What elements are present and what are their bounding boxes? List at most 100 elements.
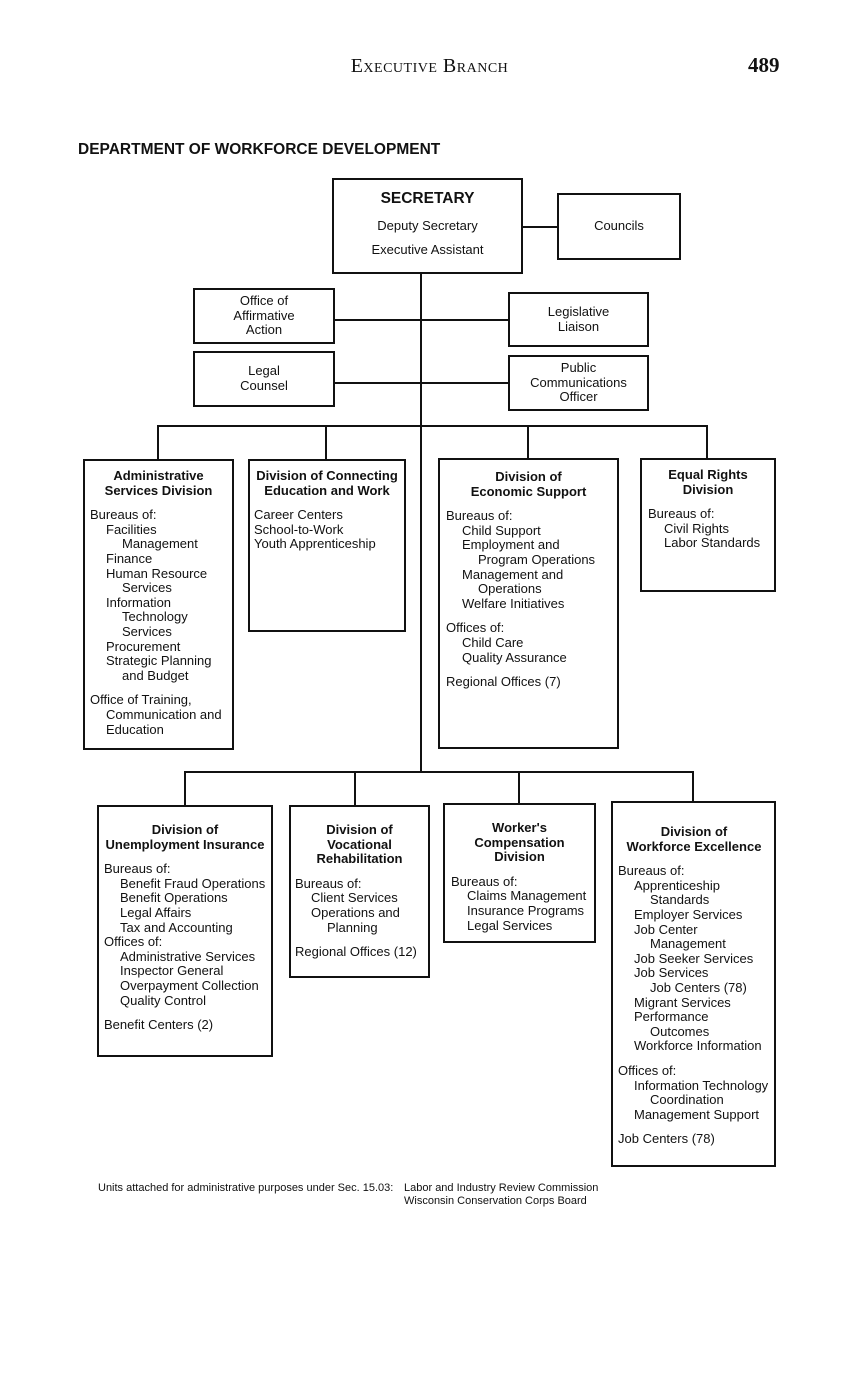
division-unit-line: School-to-Work	[254, 521, 344, 537]
division-title-line: Division of Connecting	[256, 468, 398, 483]
division-unit-line: Tax and Accounting	[120, 919, 233, 935]
division-unit-line: Youth Apprenticeship	[254, 536, 376, 552]
box-line: Action	[245, 322, 283, 338]
division-unit-line: Information	[106, 594, 172, 610]
box-line: Communications	[530, 374, 627, 390]
division-unit-line: Inspector General	[120, 963, 224, 979]
division-unit-line: Legal Affairs	[120, 904, 192, 920]
drop-line	[184, 771, 186, 805]
upper-division-bar	[157, 425, 708, 427]
councils-box: Councils	[557, 193, 681, 260]
legal-counsel-box: Legal Counsel	[193, 351, 335, 407]
division-unit-line: Bureaus of:	[618, 863, 685, 879]
box-line: Counsel	[240, 378, 288, 393]
division-unit-line: Technology	[122, 609, 188, 625]
division-unit-line: Facilities	[106, 521, 157, 537]
division-unit-line: Strategic Planning	[106, 653, 212, 669]
secretary-title: SECRETARY	[380, 190, 475, 207]
division-unit-line: Planning	[327, 919, 378, 935]
drop-line	[527, 425, 529, 458]
division-title-line: Economic Support	[470, 483, 587, 499]
division-unit-line: Job Centers (78)	[618, 1131, 715, 1147]
division-unit-line: Human Resource	[106, 565, 208, 581]
division-unit-line: Management	[650, 936, 726, 952]
division-unit-line: Welfare Initiatives	[462, 595, 565, 611]
division-unit-line: Job Seeker Services	[634, 950, 754, 966]
division-title-line: Unemployment Insurance	[105, 836, 265, 852]
division-unit-line: Standards	[650, 892, 710, 908]
division-unit-line: Education	[106, 721, 164, 737]
division-title-line: Education and Work	[264, 482, 390, 498]
secretary-deputy: Deputy Secretary	[377, 218, 478, 233]
division-unit-line: Overpayment Collection	[120, 977, 259, 993]
department-title: DEPARTMENT OF WORKFORCE DEVELOPMENT	[78, 141, 441, 158]
secretary-assistant: Executive Assistant	[371, 242, 484, 257]
footnote-units: Labor and Industry Review Commission Wis…	[404, 1182, 598, 1208]
division-unit-line: Management	[122, 536, 198, 552]
division-unit-line: Administrative Services	[120, 948, 256, 964]
staff-connector-2	[334, 382, 508, 384]
footnote-label: Units attached for administrative purpos…	[98, 1182, 394, 1194]
page-number: 489	[748, 53, 780, 77]
division-title-line: Equal Rights	[668, 467, 748, 482]
public-communications-box: Public Communications Officer	[508, 355, 649, 411]
division-unit-line: Outcomes	[650, 1023, 710, 1039]
division-unit-line: Office of Training,	[90, 692, 192, 708]
division-unit-line: Child Care	[462, 634, 524, 650]
affirmative-action-box: Office of Affirmative Action	[193, 288, 335, 344]
division-unit-line: Operations and	[311, 904, 400, 920]
division-unit-line: Operations	[478, 581, 542, 597]
division-unit-line: Offices of:	[446, 620, 505, 636]
division-unit-line: and Budget	[122, 667, 189, 683]
division-unit-line: Claims Management	[467, 888, 587, 904]
division-unit-line: Benefit Operations	[120, 890, 228, 906]
division-unit-line: Job Centers (78)	[650, 979, 747, 995]
secretary-box: SECRETARY Deputy Secretary Executive Ass…	[332, 178, 523, 274]
division-unit-line: Benefit Centers (2)	[104, 1017, 214, 1033]
division-unit-line: Services	[122, 623, 172, 639]
box-line: Affirmative	[233, 307, 295, 323]
division-unit-line: Procurement	[106, 638, 181, 654]
drop-line	[325, 425, 327, 459]
box-line: Office of	[239, 293, 289, 309]
running-title: Executive Branch	[350, 55, 509, 77]
division-unit-line: Services	[122, 580, 172, 596]
division-unit-line: Civil Rights	[664, 520, 730, 536]
division-unit-line: Regional Offices (7)	[446, 674, 561, 690]
division-title-line: Vocational	[327, 836, 392, 852]
attached-unit: Wisconsin Conservation Corps Board	[404, 1195, 587, 1207]
drop-line	[157, 425, 159, 459]
division-unit-line: Offices of:	[104, 934, 163, 950]
division-unit-line: Bureaus of:	[451, 873, 518, 889]
division-title-line: Division of	[495, 469, 562, 484]
division-unit-line: Career Centers	[254, 507, 343, 523]
division-unit-line: Management Support	[634, 1106, 760, 1122]
division-unit-line: Benefit Fraud Operations	[120, 875, 266, 891]
division-unit-line: Offices of:	[618, 1062, 677, 1078]
division-title-line: Administrative	[113, 468, 204, 483]
division-title-line: Services Division	[104, 482, 213, 498]
division-unit-line: Program Operations	[478, 551, 596, 567]
division-unit-line: Job Services	[634, 965, 709, 981]
division-unit-line: Insurance Programs	[467, 902, 585, 918]
box-line: Legislative	[547, 303, 610, 319]
division-unit-line: Finance	[106, 550, 153, 566]
division-title-line: Division of	[326, 822, 393, 837]
division-unit-line: Labor Standards	[664, 535, 761, 551]
box-line: Legal	[248, 363, 280, 379]
